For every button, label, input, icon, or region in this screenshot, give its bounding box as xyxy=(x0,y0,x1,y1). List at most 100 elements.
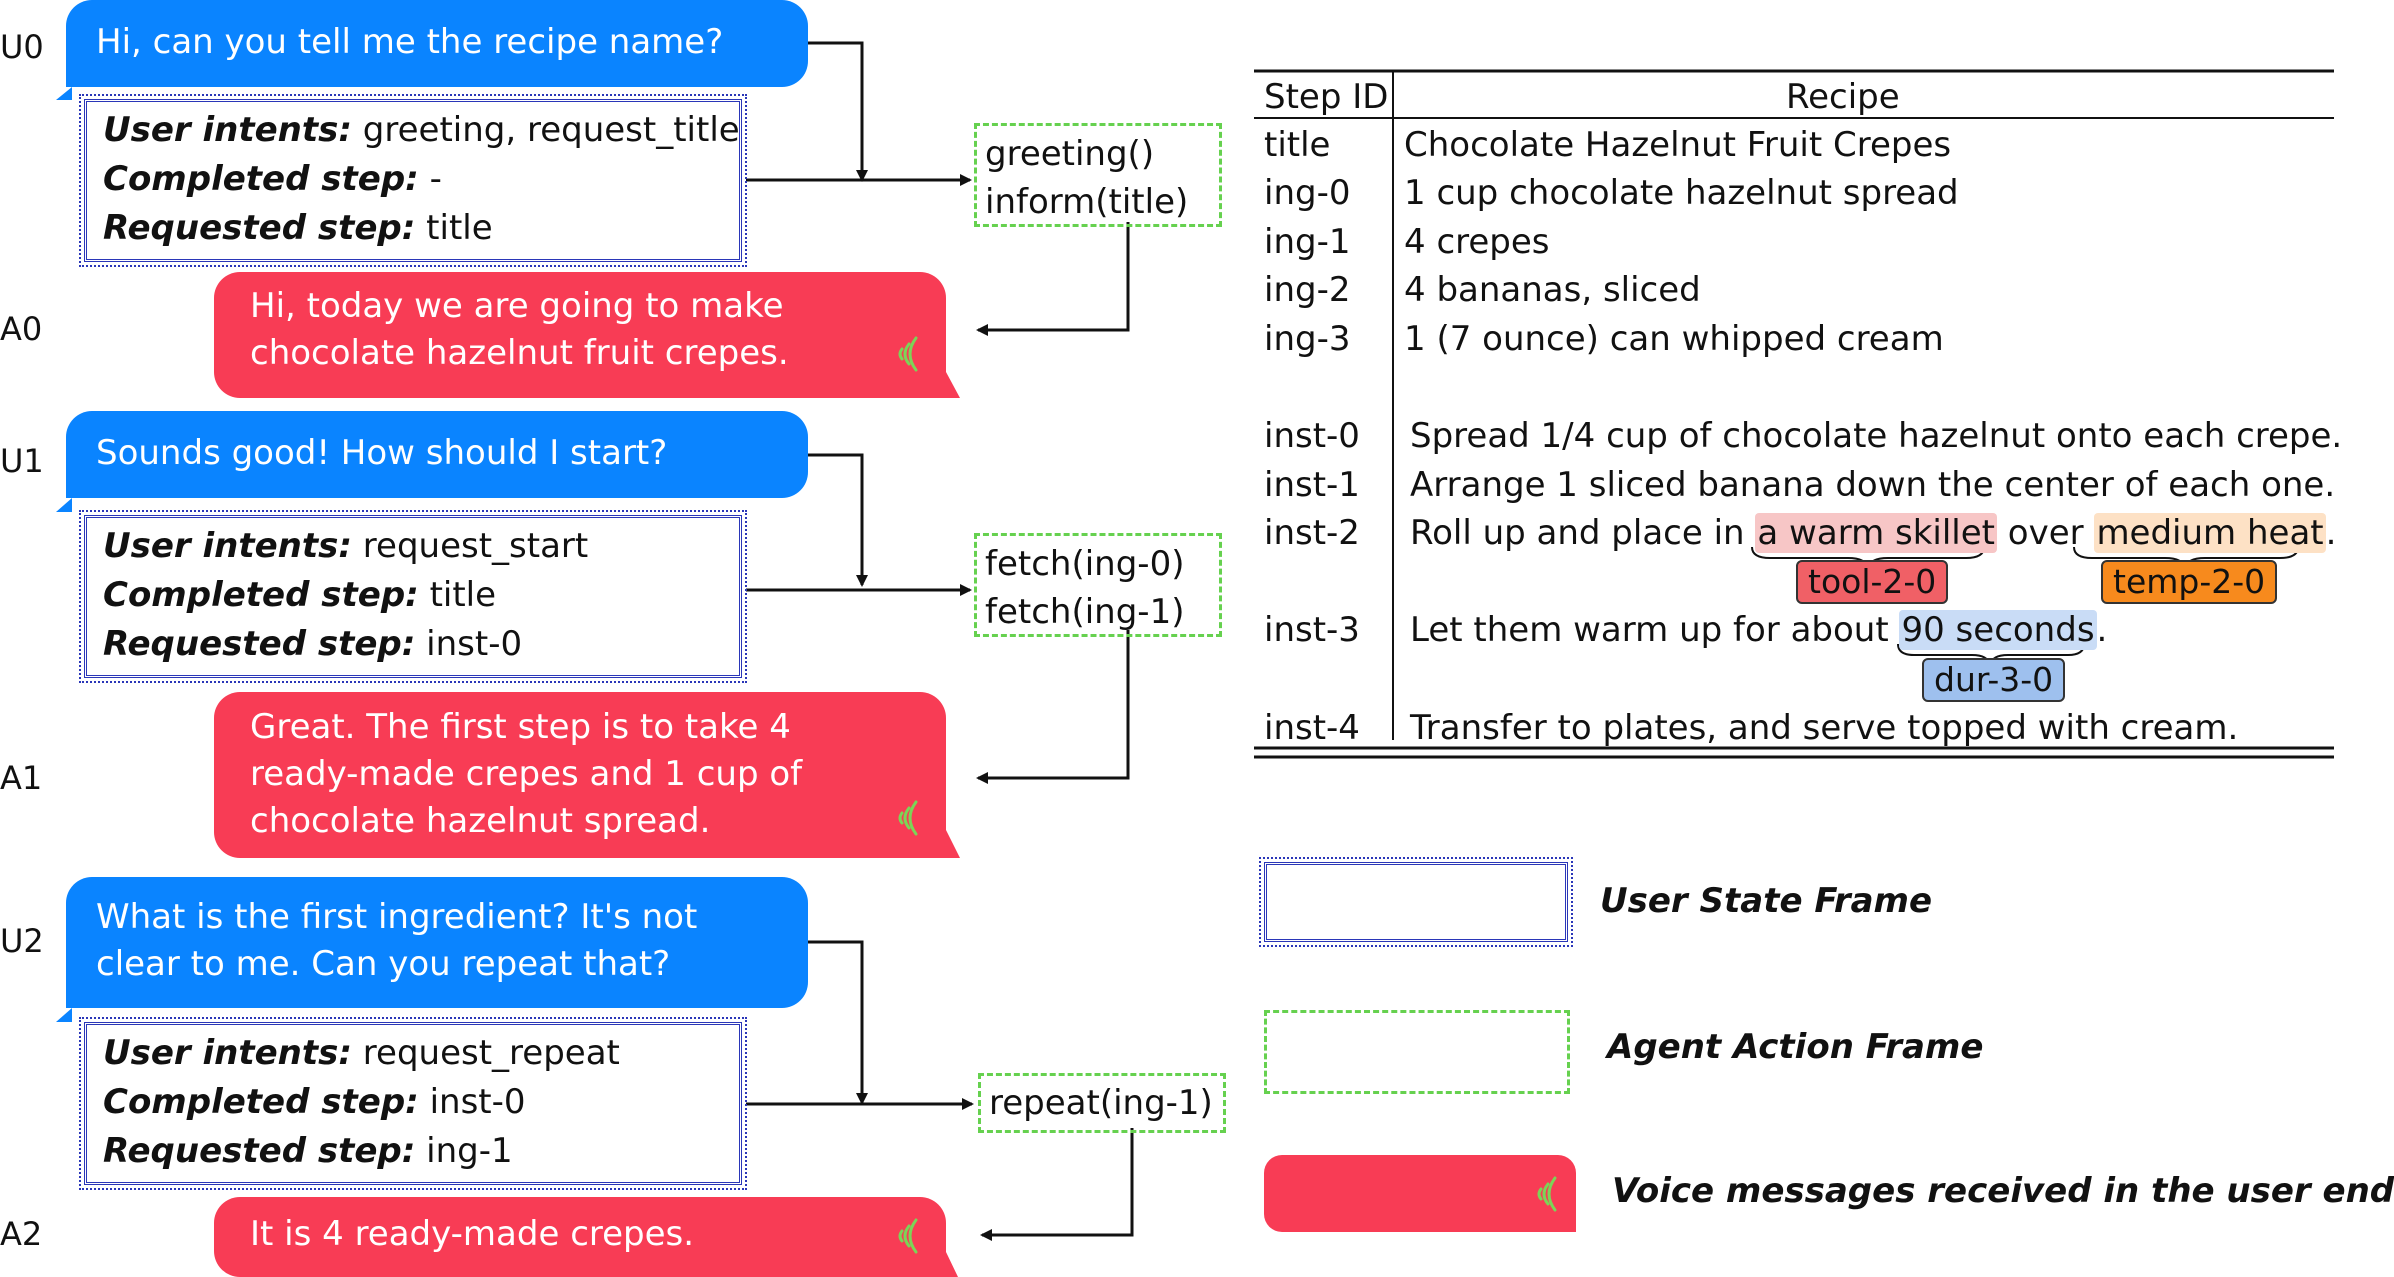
arrow-u0-down xyxy=(808,41,868,182)
temp-tag: temp-2-0 xyxy=(2101,560,2278,604)
recipe-text-part: Roll up and place in xyxy=(1410,513,1756,553)
agent-bubble-tail-1 xyxy=(946,830,960,858)
row-recipe-text: 4 crepes xyxy=(1404,222,1550,262)
agent-message-bubble: It is 4 ready-made crepes. xyxy=(214,1197,946,1277)
state-intents-key: User intents: xyxy=(103,1033,352,1073)
state-completed-key: Completed step: xyxy=(103,1082,419,1122)
tool-tag: tool-2-0 xyxy=(1796,560,1949,604)
state-intents-value: greeting, request_title xyxy=(362,110,740,150)
row-recipe-text: Let them warm up for about 90 seconds. xyxy=(1410,610,2108,650)
action-item: repeat(ing-1) xyxy=(989,1083,1213,1123)
recipe-text-part: Let them warm up for about xyxy=(1410,610,1900,650)
row-recipe-text: 1 (7 ounce) can whipped cream xyxy=(1404,319,1944,359)
legend-state-frame-swatch xyxy=(1259,857,1573,947)
agent-message-text: It is 4 ready-made crepes. xyxy=(250,1214,695,1254)
state-intents-row: User intents: request_start xyxy=(103,522,739,571)
row-recipe-text: Chocolate Hazelnut Fruit Crepes xyxy=(1404,125,1952,165)
legend-action-frame-label: Agent Action Frame xyxy=(1607,1027,1984,1067)
action-item: fetch(ing-0) xyxy=(985,544,1185,584)
user-state-frame: User intents: request_start Completed st… xyxy=(79,510,747,683)
dur-highlight: 90 seconds xyxy=(1899,610,2097,650)
state-completed-row: Completed step: inst-0 xyxy=(103,1078,739,1127)
user-bubble-tail-2 xyxy=(56,1008,72,1022)
state-completed-key: Completed step: xyxy=(103,575,419,615)
state-requested-value: inst-0 xyxy=(426,624,523,664)
agent-bubble-tail-0 xyxy=(946,372,960,398)
row-recipe-text: 1 cup chocolate hazelnut spread xyxy=(1404,173,1959,213)
state-completed-value: - xyxy=(429,159,442,199)
state-requested-value: ing-1 xyxy=(426,1131,513,1171)
row-step-id: ing-2 xyxy=(1264,270,1351,310)
recipe-text-part: over xyxy=(1997,513,2095,553)
voice-icon xyxy=(898,1218,918,1254)
user-bubble-tail-0 xyxy=(56,87,72,100)
arrow-action2-agent xyxy=(980,1128,1134,1241)
agent-message-bubble: Great. The first step is to take 4 ready… xyxy=(214,692,946,858)
turn-label-u2: U2 xyxy=(0,922,44,960)
turn-label-u1: U1 xyxy=(0,442,44,480)
row-step-id: ing-3 xyxy=(1264,319,1351,359)
action-item: inform(title) xyxy=(985,182,1189,222)
arrow-u2-down xyxy=(808,940,868,1105)
user-state-frame: User intents: request_repeat Completed s… xyxy=(79,1017,747,1190)
user-message-bubble: Hi, can you tell me the recipe name? xyxy=(66,0,808,87)
agent-action-frame: repeat(ing-1) xyxy=(978,1073,1226,1133)
state-completed-row: Completed step: - xyxy=(103,155,739,204)
user-message-text: Hi, can you tell me the recipe name? xyxy=(96,22,724,62)
agent-message-bubble: Hi, today we are going to make chocolate… xyxy=(214,272,946,398)
table-header-step-id: Step ID xyxy=(1264,77,1389,117)
row-recipe-text: Transfer to plates, and serve topped wit… xyxy=(1410,708,2239,748)
state-completed-value: title xyxy=(429,575,497,615)
agent-message-text: Hi, today we are going to make chocolate… xyxy=(250,286,789,373)
state-completed-key: Completed step: xyxy=(103,159,419,199)
state-intents-key: User intents: xyxy=(103,526,352,566)
row-recipe-text: Arrange 1 sliced banana down the center … xyxy=(1410,465,2336,505)
state-requested-row: Requested step: title xyxy=(103,204,739,253)
state-requested-row: Requested step: inst-0 xyxy=(103,620,739,669)
legend-state-frame-label: User State Frame xyxy=(1600,881,1933,921)
dur-tag: dur-3-0 xyxy=(1922,658,2066,702)
voice-icon xyxy=(1537,1176,1557,1212)
user-message-text: What is the first ingredient? It's not c… xyxy=(96,897,698,984)
agent-bubble-tail-2 xyxy=(946,1252,958,1277)
state-requested-value: title xyxy=(426,208,493,248)
agent-message-text: Great. The first step is to take 4 ready… xyxy=(250,707,803,841)
action-item: fetch(ing-1) xyxy=(985,592,1185,632)
row-step-id: ing-0 xyxy=(1264,173,1351,213)
user-message-bubble: Sounds good! How should I start? xyxy=(66,411,808,498)
recipe-text-part: . xyxy=(2325,513,2337,553)
table-header-recipe: Recipe xyxy=(1786,77,1900,117)
state-intents-value: request_start xyxy=(362,526,589,566)
row-recipe-text: Spread 1/4 cup of chocolate hazelnut ont… xyxy=(1410,416,2343,456)
state-requested-key: Requested step: xyxy=(103,1131,416,1171)
state-requested-key: Requested step: xyxy=(103,624,416,664)
row-step-id: inst-1 xyxy=(1264,465,1360,505)
state-intents-key: User intents: xyxy=(103,110,352,150)
state-intents-value: request_repeat xyxy=(362,1033,620,1073)
arrow-action0-agent xyxy=(976,222,1130,336)
state-completed-value: inst-0 xyxy=(429,1082,526,1122)
turn-label-a2: A2 xyxy=(0,1215,43,1253)
row-step-id: title xyxy=(1264,125,1331,165)
user-bubble-tail-1 xyxy=(56,498,72,512)
turn-label-a1: A1 xyxy=(0,759,43,797)
state-intents-row: User intents: request_repeat xyxy=(103,1029,739,1078)
turn-label-a0: A0 xyxy=(0,310,43,348)
agent-action-frame: greeting() inform(title) xyxy=(974,123,1222,227)
turn-label-u0: U0 xyxy=(0,28,44,66)
row-step-id: inst-0 xyxy=(1264,416,1360,456)
voice-icon xyxy=(898,800,918,836)
row-recipe-text: Roll up and place in a warm skillet over… xyxy=(1410,513,2337,553)
recipe-text-part: . xyxy=(2096,610,2108,650)
voice-icon xyxy=(898,336,918,372)
user-message-text: Sounds good! How should I start? xyxy=(96,433,668,473)
state-completed-row: Completed step: title xyxy=(103,571,739,620)
row-step-id: ing-1 xyxy=(1264,222,1351,262)
user-message-bubble: What is the first ingredient? It's not c… xyxy=(66,877,808,1008)
row-step-id: inst-4 xyxy=(1264,708,1360,748)
arrow-u1-down xyxy=(808,453,868,587)
legend-voice-label: Voice messages received in the user end xyxy=(1612,1171,2394,1211)
state-requested-key: Requested step: xyxy=(103,208,416,248)
action-item: greeting() xyxy=(985,134,1155,174)
legend-action-frame-swatch xyxy=(1264,1010,1570,1094)
